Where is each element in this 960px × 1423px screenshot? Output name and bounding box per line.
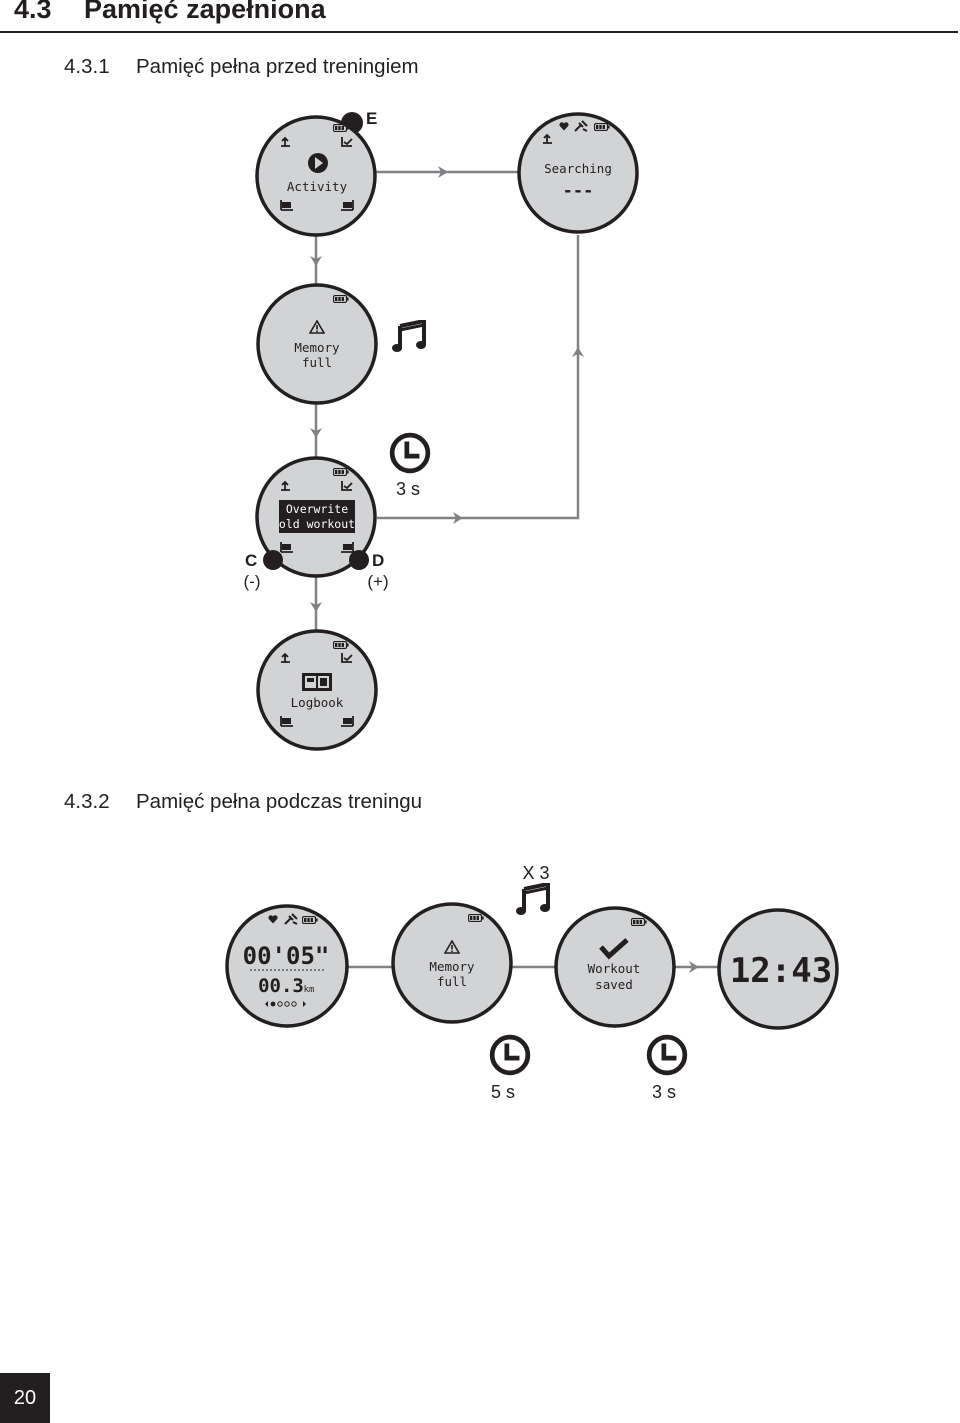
check-icon xyxy=(599,938,629,960)
watch-screen-memory-full-2: Memory full xyxy=(391,902,513,1024)
overwrite-label: Overwrite xyxy=(286,502,348,516)
section-1-title: Pamięć pełna przed treningiem xyxy=(136,55,419,78)
repeat-label: X 3 xyxy=(522,863,549,883)
button-c: C (-) xyxy=(244,550,283,591)
watch-screen-searching: Searching --- xyxy=(517,112,639,234)
saved-label: saved xyxy=(595,977,633,992)
chapter-heading: 4.3 Pamięć zapełniona xyxy=(14,0,326,25)
section-1-heading: 4.3.1 Pamięć pełna przed treningiem xyxy=(64,55,419,79)
heading-rule xyxy=(0,31,958,33)
timer-5s-label: 5 s xyxy=(491,1082,515,1102)
section-1-number: 4.3.1 xyxy=(64,55,110,78)
music-icon xyxy=(516,883,552,915)
button-d: D (+) xyxy=(349,550,389,591)
button-d-sign: (+) xyxy=(367,572,388,591)
watch-screen-activity: Activity xyxy=(255,115,377,237)
button-c-label: C xyxy=(245,551,257,570)
clock-time: 12:43 xyxy=(730,951,832,991)
button-c-sign: (-) xyxy=(244,572,261,591)
highlight-box xyxy=(279,500,355,533)
chapter-number: 4.3 xyxy=(14,0,52,24)
play-icon xyxy=(308,153,328,173)
clock-icon xyxy=(492,1037,528,1073)
watch-screen-logbook: Logbook xyxy=(256,629,378,751)
searching-dashes: --- xyxy=(563,181,594,201)
logbook-icon xyxy=(302,673,332,691)
button-d-label: D xyxy=(372,551,384,570)
section-2-title: Pamięć pełna podczas treningu xyxy=(136,790,423,813)
distance-unit: km xyxy=(304,985,315,995)
watch-screen-memory-full: Memory full xyxy=(256,283,378,405)
chapter-title: Pamięć zapełniona xyxy=(84,0,326,24)
section-2-number: 4.3.2 xyxy=(64,790,110,813)
timer-3s-label-2: 3 s xyxy=(652,1082,676,1102)
full-label: full xyxy=(302,355,332,370)
workout-label: Workout xyxy=(588,961,641,976)
timer-3s-label: 3 s xyxy=(396,479,420,499)
watch-screen-clock: 12:43 xyxy=(717,908,839,1030)
timer-value: 00'05" xyxy=(243,942,330,970)
memory-label: Memory xyxy=(294,340,340,355)
distance-value: 00.3 xyxy=(258,975,304,997)
watch-screen-workout-saved: Workout saved xyxy=(554,906,676,1028)
music-icon xyxy=(392,320,428,352)
logbook-label: Logbook xyxy=(291,695,344,710)
page-number: 20 xyxy=(0,1373,50,1423)
clock-icon xyxy=(649,1037,685,1073)
activity-label: Activity xyxy=(287,179,348,194)
clock-icon xyxy=(392,435,428,471)
page-dots-icon xyxy=(265,1001,306,1007)
old-workout-label: old workout xyxy=(279,517,355,531)
full-label-2: full xyxy=(437,974,467,989)
searching-label: Searching xyxy=(544,161,612,176)
button-e-label: E xyxy=(366,109,377,128)
watch-screen-overwrite: Overwrite old workout xyxy=(255,456,377,578)
memory-label-2: Memory xyxy=(429,959,475,974)
watch-screen-running: 00'05" 00.3 km xyxy=(225,904,349,1028)
section-2-heading: 4.3.2 Pamięć pełna podczas treningu xyxy=(64,790,422,814)
